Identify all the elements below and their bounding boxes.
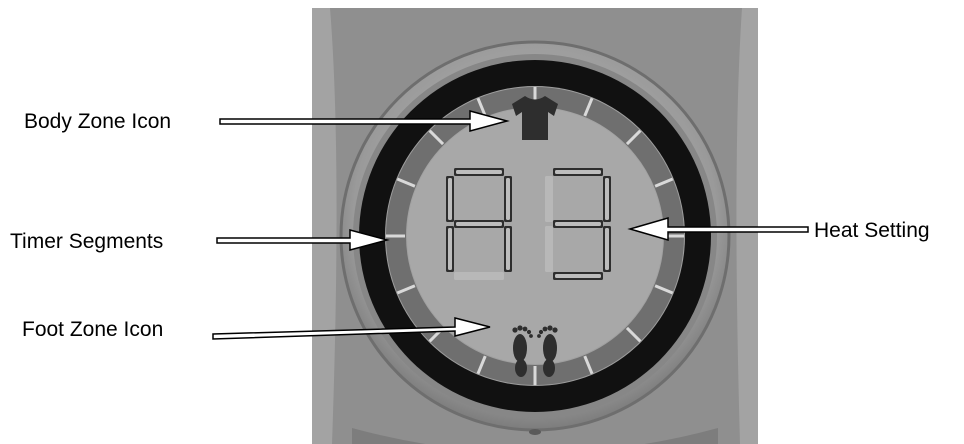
timer-segment-tick	[583, 355, 594, 375]
footprints-icon	[512, 325, 558, 377]
timer-segments-label: Timer Segments	[10, 230, 164, 253]
housing-bottom-shadow	[352, 428, 718, 444]
timer-segment-tick	[625, 129, 642, 146]
segment-b-highlight	[605, 178, 609, 220]
housing-left-edge	[312, 8, 337, 444]
timer-segment-tick	[396, 284, 416, 295]
timer-segment-tick	[428, 129, 445, 146]
bezel-notch	[529, 429, 541, 435]
timer-segment-tick	[654, 177, 674, 188]
segment-e-off	[545, 226, 553, 272]
segment-b-highlight	[506, 178, 510, 220]
housing-right-edge	[736, 8, 758, 444]
segment-g-highlight	[555, 222, 601, 226]
timer-segment-tick	[654, 284, 674, 295]
segment-a-highlight	[456, 170, 502, 174]
timer-segment-tick	[396, 177, 416, 188]
foot-zone-icon-label: Foot Zone Icon	[22, 318, 164, 341]
segment-a-highlight	[555, 170, 601, 174]
segment-f-highlight	[448, 178, 452, 220]
shirt-icon	[512, 96, 558, 140]
body-zone-icon-label: Body Zone Icon	[24, 110, 172, 133]
heat-setting-label: Heat Setting	[814, 219, 930, 242]
timer-segment-tick	[476, 355, 487, 375]
segment-e-highlight	[448, 228, 452, 270]
segment-f-off	[545, 176, 553, 222]
segment-c-highlight	[605, 228, 609, 270]
segment-g-highlight	[456, 222, 502, 226]
heat-setting-digit-1	[446, 168, 512, 280]
lcd-inner	[407, 108, 663, 364]
segment-d-off	[454, 272, 504, 280]
segment-d-highlight	[555, 274, 601, 278]
segment-c-highlight	[506, 228, 510, 270]
timer-segment-tick	[583, 97, 594, 117]
controller-display-photo	[312, 8, 758, 444]
controller-display-graphic	[312, 8, 758, 444]
timer-segment-tick	[625, 326, 642, 343]
heat-setting-digit-2	[545, 168, 611, 280]
